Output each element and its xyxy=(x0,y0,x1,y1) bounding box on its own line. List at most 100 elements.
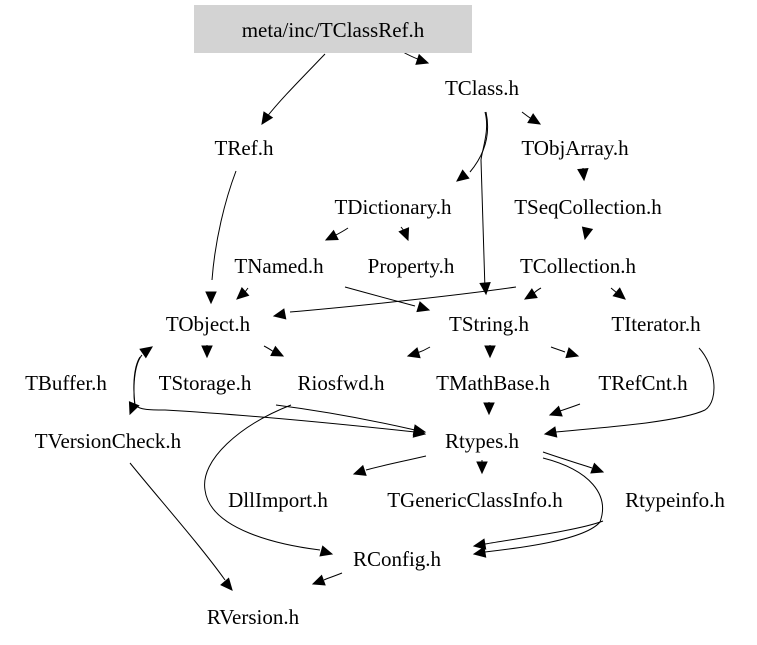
node-label[interactable]: Rtypeinfo.h xyxy=(625,488,725,512)
node-label[interactable]: TRefCnt.h xyxy=(598,371,688,395)
node-label[interactable]: TBuffer.h xyxy=(25,371,107,395)
edge-TNamed-to-TObject xyxy=(236,287,250,300)
edge-line xyxy=(323,572,343,581)
node-TMathBase[interactable]: TMathBase.h xyxy=(436,371,550,395)
node-TObject[interactable]: TObject.h xyxy=(166,312,251,336)
node-Rtypes[interactable]: Rtypes.h xyxy=(445,429,520,453)
arrowhead-icon xyxy=(139,346,153,359)
node-label[interactable]: TObjArray.h xyxy=(521,136,629,160)
edge-TClass-to-TObjArray xyxy=(521,111,542,125)
arrowhead-icon xyxy=(415,53,430,65)
edge-line xyxy=(542,451,593,469)
arrowhead-icon xyxy=(319,545,334,557)
arrowhead-icon xyxy=(484,345,496,359)
node-label[interactable]: TStorage.h xyxy=(159,371,252,395)
node-label[interactable]: TObject.h xyxy=(166,312,251,336)
node-label[interactable]: TNamed.h xyxy=(234,254,324,278)
node-TGenericClassInfo[interactable]: TGenericClassInfo.h xyxy=(387,488,563,512)
arrowhead-icon xyxy=(523,288,538,300)
node-TIterator[interactable]: TIterator.h xyxy=(611,312,701,336)
edge-line xyxy=(469,111,489,173)
node-label[interactable]: Property.h xyxy=(368,254,455,278)
node-Property[interactable]: Property.h xyxy=(368,254,455,278)
node-TCollection[interactable]: TCollection.h xyxy=(520,254,637,278)
node-TNamed[interactable]: TNamed.h xyxy=(234,254,324,278)
node-TDictionary[interactable]: TDictionary.h xyxy=(334,195,452,219)
arrowhead-icon xyxy=(476,461,488,475)
node-label[interactable]: TDictionary.h xyxy=(334,195,452,219)
arrowhead-icon xyxy=(406,347,421,359)
arrowhead-icon xyxy=(565,347,580,359)
node-label[interactable]: TCollection.h xyxy=(520,254,637,278)
node-label[interactable]: DllImport.h xyxy=(228,488,328,512)
node-TBuffer[interactable]: TBuffer.h xyxy=(25,371,107,395)
arrowhead-icon xyxy=(261,111,274,126)
root-node-box[interactable] xyxy=(194,5,472,53)
arrowhead-icon xyxy=(412,424,427,436)
node-label[interactable]: TRef.h xyxy=(215,136,274,160)
arrowhead-icon xyxy=(456,169,470,182)
node-RVersion[interactable]: RVersion.h xyxy=(207,605,300,629)
node-TClassRef[interactable]: meta/inc/TClassRef.h xyxy=(242,18,425,42)
node-label[interactable]: TSeqCollection.h xyxy=(514,195,662,219)
edge-TString-to-TMathBase xyxy=(484,345,496,359)
node-TRefCnt[interactable]: TRefCnt.h xyxy=(598,371,688,395)
node-Rtypeinfo[interactable]: Rtypeinfo.h xyxy=(625,488,725,512)
node-TStorage[interactable]: TStorage.h xyxy=(159,371,252,395)
edge-TCollection-to-TIterator xyxy=(610,287,626,300)
arrowhead-icon xyxy=(272,308,287,320)
node-label[interactable]: TMathBase.h xyxy=(436,371,550,395)
node-label[interactable]: TIterator.h xyxy=(611,312,701,336)
arrowhead-icon xyxy=(472,546,487,558)
node-TVersionCheck[interactable]: TVersionCheck.h xyxy=(35,429,182,453)
edge-line xyxy=(265,53,326,119)
node-label[interactable]: Rtypes.h xyxy=(445,429,520,453)
arrowhead-icon xyxy=(472,538,487,550)
node-TRef[interactable]: TRef.h xyxy=(215,136,274,160)
nodes-layer: meta/inc/TClassRef.h TClass.h TRef.h TOb… xyxy=(25,5,725,629)
edge-Rtypes-to-TGenericClassInfo xyxy=(476,460,488,475)
node-TString[interactable]: TString.h xyxy=(449,312,529,336)
node-label[interactable]: Riosfwd.h xyxy=(298,371,385,395)
node-label[interactable]: TVersionCheck.h xyxy=(35,429,182,453)
arrowhead-icon xyxy=(527,113,542,125)
edge-RConfig-to-RVersion xyxy=(311,572,343,586)
edge-Rtypes-to-Rtypeinfo xyxy=(542,451,605,474)
arrowhead-icon xyxy=(548,405,563,417)
edge-TDictionary-to-Property xyxy=(398,226,410,242)
node-label[interactable]: TString.h xyxy=(449,312,529,336)
arrowhead-icon xyxy=(220,577,233,591)
node-label[interactable]: TGenericClassInfo.h xyxy=(387,488,563,512)
arrowhead-icon xyxy=(205,291,217,305)
node-TClass[interactable]: TClass.h xyxy=(445,76,520,100)
node-label[interactable]: TClass.h xyxy=(445,76,520,100)
arrowhead-icon xyxy=(201,345,213,359)
edge-Riosfwd-to-RConfig xyxy=(204,404,334,557)
edge-TRefCnt-to-Rtypes xyxy=(548,403,581,417)
edge-TIterator-to-Rtypes xyxy=(543,347,715,438)
edge-line xyxy=(484,520,604,545)
arrowhead-icon xyxy=(416,301,431,313)
node-DllImport[interactable]: DllImport.h xyxy=(228,488,328,512)
arrowhead-icon xyxy=(612,287,626,300)
edge-line xyxy=(480,111,488,291)
edge-Rtypeinfo-to-RConfig xyxy=(472,520,604,550)
node-label[interactable]: RVersion.h xyxy=(207,605,300,629)
edge-TObject-to-Riosfwd xyxy=(263,345,285,357)
node-label[interactable]: RConfig.h xyxy=(353,547,442,571)
node-RConfig[interactable]: RConfig.h xyxy=(353,547,442,571)
node-TObjArray[interactable]: TObjArray.h xyxy=(521,136,629,160)
edge-TVersionCheck-to-RVersion xyxy=(129,462,233,591)
node-TSeqCollection[interactable]: TSeqCollection.h xyxy=(514,195,662,219)
edge-TObjArray-to-TSeqCollection xyxy=(577,167,589,182)
edge-TNamed-to-TString xyxy=(344,286,431,313)
node-Riosfwd[interactable]: Riosfwd.h xyxy=(298,371,385,395)
node-label[interactable]: meta/inc/TClassRef.h xyxy=(242,18,425,42)
edge-line xyxy=(559,403,581,412)
edge-TCollection-to-TString xyxy=(523,287,542,300)
edge-TStorage-to-Rtypes xyxy=(275,404,427,436)
edges-layer xyxy=(128,51,715,591)
arrowhead-icon xyxy=(479,282,491,296)
